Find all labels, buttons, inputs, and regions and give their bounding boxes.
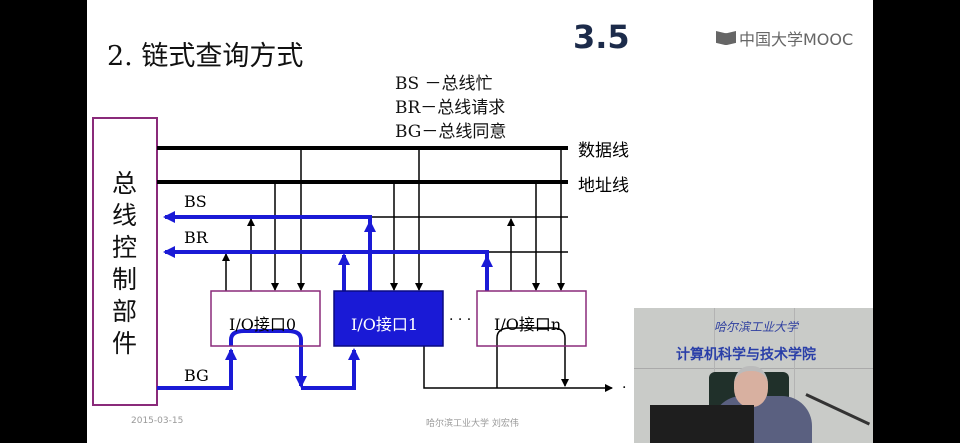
address-bus-label: 地址线 (578, 176, 629, 196)
footer-author: 哈尔滨工业大学 刘宏伟 (426, 419, 519, 429)
banner-university: 哈尔滨工业大学 (714, 320, 799, 334)
book-icon (716, 31, 736, 45)
legend-br: BR－总线请求 (395, 98, 506, 118)
io-interface-0-box (210, 290, 321, 347)
br-label: BR (184, 228, 208, 247)
footer-date: 2015-03-15 (131, 416, 184, 426)
legend-bs: BS －总线忙 (395, 74, 493, 94)
logo-text: 中国大学MOOC (739, 30, 854, 49)
bs-label: BS (184, 192, 207, 211)
ellipsis: · · · (449, 312, 472, 328)
io-interface-1-label: I/O接口1 (351, 315, 419, 334)
io-interface-n-box (476, 290, 587, 347)
trailing-dot: · (622, 380, 626, 396)
active-signal-paths (157, 211, 493, 390)
microphone (805, 393, 871, 426)
laptop (650, 405, 754, 443)
io-interface-0-label: I/O接口0 (229, 315, 297, 334)
io-interface-n-label: I/O接口n (494, 315, 562, 334)
mooc-logo: 中国大学MOOC (716, 26, 853, 50)
io-interface-1-box (333, 290, 444, 347)
slide-title: 2. 链式查询方式 (107, 41, 304, 72)
banner-school: 计算机科学与技术学院 (676, 347, 816, 363)
lecturer-video-inset: 哈尔滨工业大学 计算机科学与技术学院 (634, 308, 873, 443)
bg-label: BG (184, 366, 209, 385)
controller-label: 总线控制部件 (112, 169, 138, 358)
bus-controller-box (92, 117, 158, 406)
legend-bg: BG－总线同意 (395, 122, 507, 142)
lecturer-head (734, 366, 768, 407)
data-bus-label: 数据线 (578, 141, 629, 161)
section-number: 3.5 (573, 18, 630, 56)
